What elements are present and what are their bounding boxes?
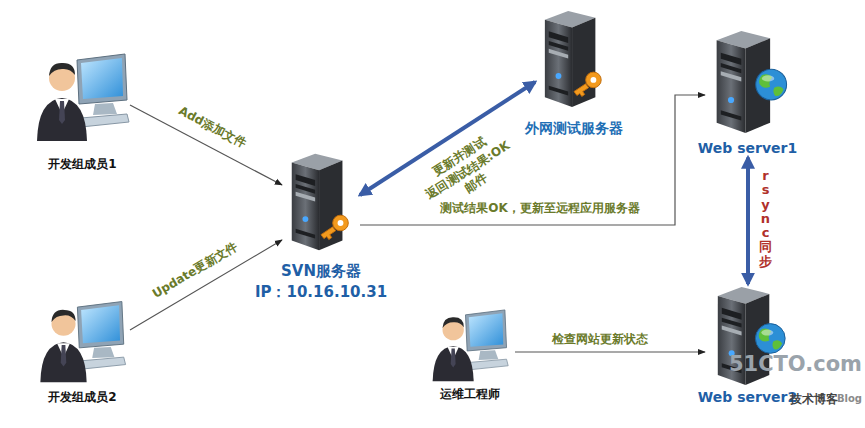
node-label: IP：10.16.10.31 [255,283,387,302]
edge-label: 检查网站更新状态 [550,332,650,348]
server-icon [535,8,613,110]
node-label: Web server2 [698,389,797,407]
person-icon [425,305,515,383]
person-node: 运维工程师 [425,305,515,402]
flow-arrow [360,95,705,225]
server-node: SVN服务器IP：10.16.10.31 [282,148,360,302]
edge-label: Add添加文件 [174,103,251,153]
node-label: SVN服务器 [281,262,361,281]
node-label: 运维工程师 [440,387,500,402]
person-node: 开发组成员1 [35,48,130,172]
server-node: 外网测试服务器 [535,8,613,138]
node-label: 外网测试服务器 [525,120,623,138]
person-icon [35,48,130,143]
node-label: 开发组成员1 [48,157,116,172]
sync-arrow [746,158,750,285]
watermark: Blog [837,393,862,404]
node-label: Web server1 [698,140,797,158]
watermark: 技术博客 [790,391,838,408]
edge-label: Update更新文件 [148,239,243,304]
server-node: Web server1 [705,28,790,158]
person-node: 开发组成员2 [35,296,130,405]
server-icon [705,28,790,136]
flow-arrow [515,351,705,352]
server-node: Web server2 [705,284,790,407]
edge-label: rsync同步 [758,168,773,270]
node-label: 开发组成员2 [48,390,116,405]
person-icon [35,296,130,384]
edge-label: 测试结果OK，更新至远程应用服务器 [438,201,642,217]
watermark: 51CTO.com [729,352,862,376]
server-icon [282,148,360,256]
